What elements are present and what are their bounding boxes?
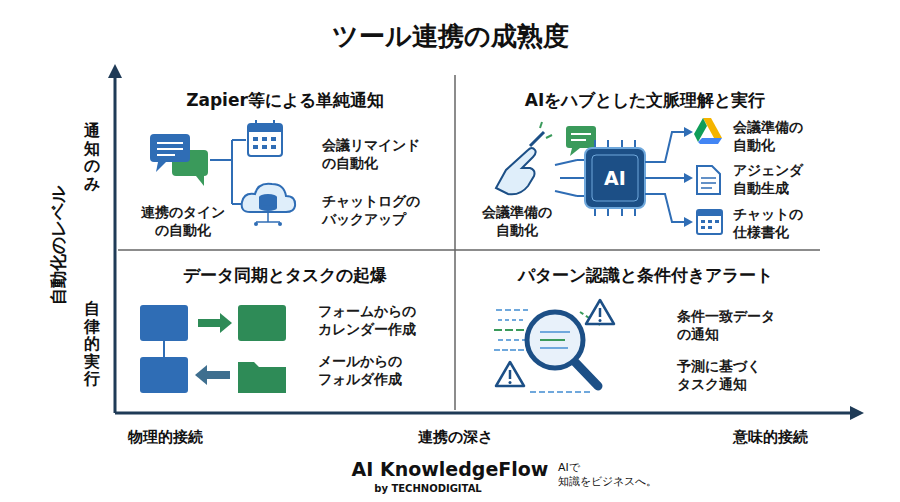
chat-icon [150,134,208,186]
axis-tick: 物理的接続 [128,428,203,448]
chip-label: AI [604,166,626,191]
tagline: AIで 知識をビジネスへ。 [558,461,657,490]
item-label: 連携のタイン の自動化 [141,203,225,239]
ai-chip [555,140,645,216]
axis-title: 自動化のレベル [47,186,69,305]
hand-icon [496,122,552,194]
quadrant: データ同期とタスクの起爆フォームからの カレンダー作成メールからの フォルダ作成 [117,252,455,412]
drive-icon [694,118,722,144]
axis-level: 通知のみ [84,122,100,192]
divider [454,75,456,410]
sync-icons [140,305,286,393]
item-label: 会議準備の 自動化 [482,203,552,239]
axis-title: 連携の深さ [418,428,493,448]
item-label: チャットの 仕様書化 [733,205,803,241]
bracket [210,140,246,204]
warning-icon [496,300,614,386]
quadrant-heading: パターン認識と条件付きアラート [518,264,773,286]
data-lines [494,310,600,392]
item-label: 会議リマインド の自動化 [322,136,420,172]
calendar-icon [248,120,282,156]
x-axis [115,412,852,415]
axis-tick: 意味的接続 [733,428,808,448]
y-axis-head [108,64,122,78]
document-icon [697,166,720,194]
cloud-database-icon [242,184,295,226]
item-label: 会議準備の 自動化 [733,118,803,154]
quadrant-heading: データ同期とタスクの起爆 [183,264,387,286]
axis-level: 自律的実行 [84,300,100,388]
item-label: 予測に基づく タスク通知 [677,357,761,393]
quadrant: Zapier等による単純通知会議リマインド の自動化チャットログの バックアップ… [117,75,455,250]
quadrant: パターン認識と条件付きアラート条件一致データ の通知予測に基づく タスク通知 [457,252,820,412]
item-label: フォームからの カレンダー作成 [318,302,416,338]
quadrant-heading: AIをハブとした文脈理解と実行 [525,89,765,111]
calendar-icon [697,210,722,234]
quadrant-heading: Zapier等による単純通知 [186,89,384,111]
title: ツール連携の成熟度 [332,20,569,54]
item-label: 条件一致データ の通知 [677,307,775,343]
circuit-arrows [645,127,693,227]
item-label: メールからの フォルダ作成 [318,352,402,388]
item-label: アジェンダ 自動生成 [733,161,803,197]
item-label: チャットログの バックアップ [322,192,420,228]
divider [118,249,820,251]
y-axis [114,76,117,413]
x-axis-head [850,406,864,420]
quadrant: AIをハブとした文脈理解と実行会議準備の 自動化会議準備の 自動化アジェンダ 自… [457,75,820,250]
brand: AI KnowledgeFlow [352,457,549,482]
brand-sub: by TECHNODIGITAL [374,482,482,495]
